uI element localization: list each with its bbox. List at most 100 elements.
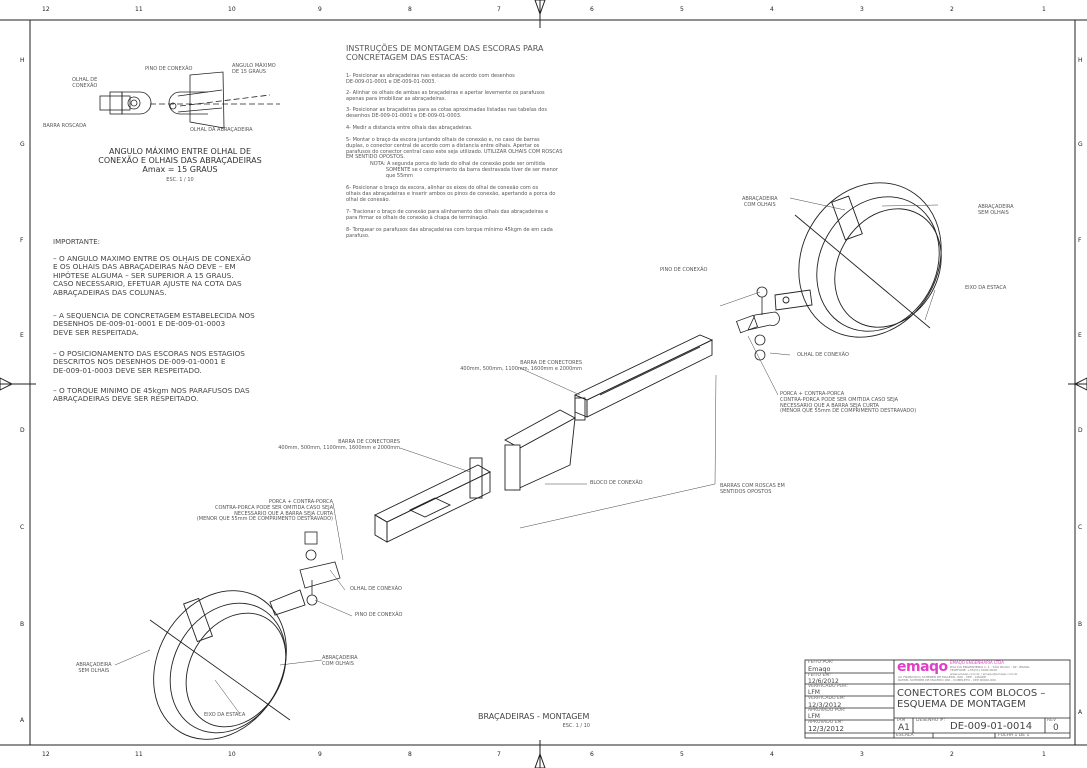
label-bloco-de-conexao: BLOCO DE CONEXÃO xyxy=(590,480,643,486)
grid-col: 8 xyxy=(408,6,412,13)
instructions-title: INSTRUÇÕES DE MONTAGEM DAS ESCORAS PARA … xyxy=(346,44,544,63)
label-eixo-da-estaca-right: EIXO DA ESTACA xyxy=(965,285,1007,291)
grid-row: H xyxy=(1078,57,1083,64)
label-olhal-de-conexao: OLHAL DE CONEXÃO xyxy=(72,77,98,89)
label-abracadeira-com-olhais-right: ABRAÇADEIRA COM OLHAIS xyxy=(742,196,778,208)
leader-lines xyxy=(114,197,939,715)
label-abracadeira-com-olhais-left: ABRAÇADEIRA COM OLHAIS xyxy=(322,655,358,667)
instruction-step-6: 6- Posicionar o braço da escora, alinhar… xyxy=(346,185,556,203)
instruction-step-1: 1- Posicionar as abraçadeiras nas estaca… xyxy=(346,73,515,85)
grid-col: 6 xyxy=(590,6,594,13)
grid-col: 1 xyxy=(1042,751,1046,758)
grid-col: 5 xyxy=(680,6,684,13)
grid-row: F xyxy=(1078,237,1082,244)
feito-em-label: FEITO EM: xyxy=(808,673,831,678)
instruction-step-8: 8- Torquear os parafusos das abraçadeira… xyxy=(346,227,553,239)
label-barras-com-roscas: BARRAS COM ROSCAS EM SENTIDOS OPOSTOS xyxy=(720,483,785,495)
assembly-scale: ESC. 1 / 10 xyxy=(562,723,590,729)
label-olhal-da-abracadeira: OLHAL DA ABRAÇADEIRA xyxy=(190,127,253,133)
label-porca-contra-porca-right: PORCA + CONTRA-PORCA CONTRA-PORCA PODE S… xyxy=(780,391,917,415)
drawing-title: CONECTORES COM BLOCOS – ESQUEMA DE MONTA… xyxy=(897,688,1046,710)
grid-col: 12 xyxy=(42,6,50,13)
grid-col: 2 xyxy=(950,6,954,13)
center-mark-top xyxy=(534,0,546,16)
feito-por-value: Emaqo xyxy=(808,665,831,673)
grid-col: 4 xyxy=(770,751,774,758)
aprovado-por-value: LFM xyxy=(808,713,820,720)
grid-row: D xyxy=(20,427,25,434)
tam-label: TAM xyxy=(896,718,906,723)
grid-col: 10 xyxy=(228,751,236,758)
grid-col: 2 xyxy=(950,751,954,758)
grid-col: 9 xyxy=(318,751,322,758)
grid-row: D xyxy=(1078,427,1083,434)
aprovado-em-label: APROVADO EM: xyxy=(808,720,843,725)
grid-row: A xyxy=(1078,709,1083,716)
clamp-with-eyes-right xyxy=(774,182,942,338)
grid-row: G xyxy=(20,141,25,148)
instruction-step-2: 2- Alinhar os olhais de ambas as braçade… xyxy=(346,90,545,102)
grid-col: 10 xyxy=(228,6,236,13)
title-block-lines xyxy=(804,659,1071,739)
grid-row: C xyxy=(1078,524,1083,531)
label-olhal-de-conexao-right: OLHAL DE CONEXÃO xyxy=(797,352,849,358)
label-pino-de-conexao-right: PINO DE CONEXÃO xyxy=(660,267,708,273)
instruction-step-3: 3- Posicionar as braçadeiras para as cot… xyxy=(346,107,547,119)
instruction-note: NOTA: A segunda porca do lado do olhal d… xyxy=(370,161,558,179)
grid-col: 11 xyxy=(135,6,143,13)
grid-row: B xyxy=(1078,621,1083,628)
label-abracadeira-sem-olhais-right: ABRAÇADEIRA SEM OLHAIS xyxy=(978,204,1014,216)
grid-row: E xyxy=(1078,332,1082,339)
grid-row: A xyxy=(20,717,25,724)
center-mark-right xyxy=(1073,377,1087,391)
label-olhal-de-conexao-left: OLHAL DE CONEXÃO xyxy=(350,586,402,592)
grid-col: 7 xyxy=(497,6,501,13)
label-eixo-da-estaca-left: EIXO DA ESTACA xyxy=(204,712,246,718)
angle-detail-drawing xyxy=(99,71,280,129)
connection-block xyxy=(504,409,576,491)
aprovado-em-value: 12/3/2012 xyxy=(808,725,844,733)
desenho-label: DESENHO #: xyxy=(916,718,946,723)
connection-pin-left xyxy=(299,531,341,606)
label-pino-de-conexao: PINO DE CONEXÃO xyxy=(145,66,193,72)
label-barra-de-conectores-lower: BARRA DE CONECTORES 400mm, 500mm, 1100mm… xyxy=(278,439,400,451)
grid-col: 7 xyxy=(497,751,501,758)
grid-row: C xyxy=(20,524,25,531)
grid-col: 1 xyxy=(1042,6,1046,13)
grid-row: B xyxy=(20,621,25,628)
rev-label: REV xyxy=(1047,718,1057,723)
grid-col: 11 xyxy=(135,751,143,758)
grid-col: 3 xyxy=(860,6,864,13)
clamp-left xyxy=(149,589,306,740)
verificado-em-label: VERIFICADO EM: xyxy=(808,696,846,701)
grid-col: 6 xyxy=(590,751,594,758)
instruction-step-5: 5- Montar o braço da escora juntando olh… xyxy=(346,137,563,161)
grid-row: E xyxy=(20,332,24,339)
grid-row: G xyxy=(1078,141,1083,148)
grid-col: 3 xyxy=(860,751,864,758)
escala-label: ESCALA xyxy=(896,733,914,738)
grid-col: 4 xyxy=(770,6,774,13)
connector-bar-upper xyxy=(573,334,714,421)
important-item-1: – O ANGULO MAXIMO ENTRE OS OLHAIS DE CON… xyxy=(53,254,251,297)
grid-col: 9 xyxy=(318,6,322,13)
verificado-em-value: 12/3/2012 xyxy=(808,700,842,709)
company-logo: emaqo xyxy=(897,659,948,675)
verificado-por-label: VERIFICADO POR: xyxy=(808,684,848,689)
important-title: IMPORTANTE: xyxy=(53,238,101,246)
company-address: AV. FRANCISCO SCHERER DE MACEDO, 000 - C… xyxy=(898,675,996,683)
tam-value: A1 xyxy=(898,723,910,733)
grid-col: 8 xyxy=(408,751,412,758)
label-porca-contra-porca-left: PORCA + CONTRA-PORCA CONTRA-PORCA PODE S… xyxy=(196,499,333,523)
center-mark-bottom xyxy=(534,752,546,768)
aprovado-por-label: APROVADO POR: xyxy=(808,708,846,713)
label-barra-roscada: BARRA ROSCADA xyxy=(43,123,87,129)
grid-col: 5 xyxy=(680,751,684,758)
detail-title: ANGULO MÁXIMO ENTRE OLHAL DE CONEXÃO E O… xyxy=(98,147,262,175)
important-item-4: – O TORQUE MINIMO DE 45kgm NOS PARAFUSOS… xyxy=(53,386,250,404)
feito-por-label: FEITO POR: xyxy=(808,660,834,665)
grid-col: 12 xyxy=(42,751,50,758)
grid-row: F xyxy=(20,237,24,244)
company-contact: RUA DO ENGENHEIRO 1, 1 - SÃO PAULO - SP … xyxy=(950,665,1030,676)
